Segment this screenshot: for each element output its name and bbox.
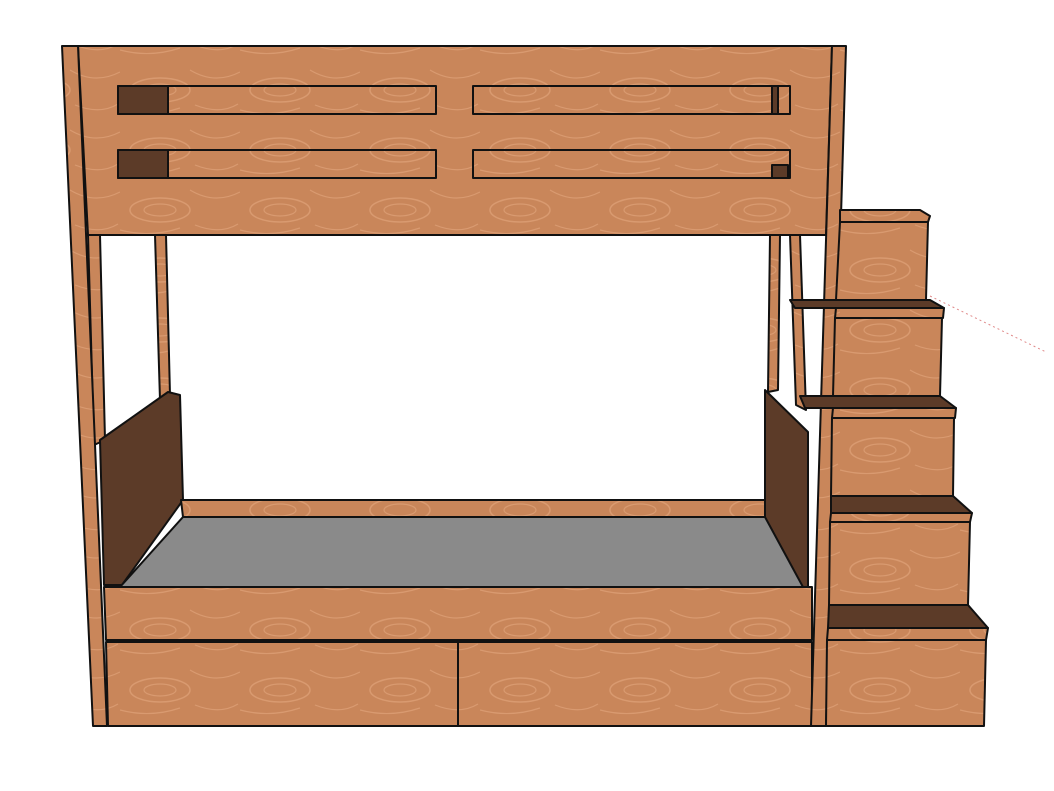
front-rail bbox=[103, 586, 813, 641]
drawer-left[interactable] bbox=[105, 641, 459, 727]
drawer-right[interactable] bbox=[457, 641, 813, 727]
mattress bbox=[117, 516, 805, 588]
back-rail bbox=[180, 499, 766, 518]
stair-step-4 bbox=[830, 495, 973, 514]
stair-step-2 bbox=[789, 299, 945, 309]
left-post bbox=[61, 45, 108, 727]
guardrail-slots bbox=[117, 85, 791, 179]
storage-stairs bbox=[789, 209, 989, 727]
top-guardrail-panel bbox=[77, 45, 833, 236]
stair-step-1 bbox=[839, 209, 931, 223]
left-side-panel bbox=[87, 234, 184, 586]
stair-step-5 bbox=[827, 604, 989, 629]
axis-guide-line bbox=[929, 295, 1047, 353]
stair-step-3 bbox=[799, 395, 957, 409]
